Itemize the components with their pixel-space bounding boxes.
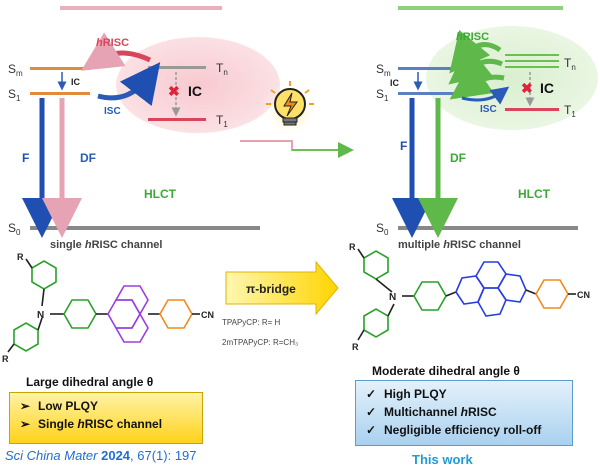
pi-bridge-arrow: π-bridge <box>225 260 339 316</box>
left-f-label: F <box>22 151 29 165</box>
left-ic-large-label: IC <box>188 83 202 99</box>
right-r-top: R <box>349 242 356 252</box>
pi-bridge-label: π-bridge <box>246 282 296 296</box>
right-hrisc-label: hRISC <box>456 31 489 43</box>
left-highlight-blob <box>116 37 280 133</box>
right-tn-label: Tn <box>564 56 576 72</box>
this-work-label: This work <box>412 452 473 467</box>
right-molecule-structure: N R R CN <box>349 242 590 352</box>
right-isc-arrow <box>461 86 510 105</box>
reference-citation: Sci China Mater 2024, 67(1): 197 <box>5 448 197 463</box>
top-bar-left <box>60 6 222 10</box>
left-tn-level <box>148 66 206 69</box>
light-bulb-icon <box>266 81 314 126</box>
left-df-label: DF <box>80 151 96 165</box>
left-isc-label: ISC <box>104 106 121 117</box>
check-icon: ✓ <box>366 387 377 401</box>
right-hlct-label: HLCT <box>518 187 551 201</box>
left-s1-label: S1 <box>8 87 21 103</box>
left-property-box: ➢Low PLQY ➢Single hRISC channel <box>9 392 203 444</box>
left-sm-label: Sm <box>8 62 23 78</box>
right-tn-level-1 <box>505 54 559 56</box>
check-icon: ✓ <box>366 423 377 437</box>
left-r-bottom: R <box>2 354 9 364</box>
check-icon: ✓ <box>366 405 377 419</box>
right-dihedral-label: Moderate dihedral angle θ <box>372 364 520 378</box>
left-s0-level <box>30 226 260 230</box>
right-sm-label: Sm <box>376 62 391 78</box>
left-ic-small-label: IC <box>71 77 81 87</box>
right-s1-level <box>398 92 460 95</box>
left-s0-label: S0 <box>8 221 21 237</box>
right-hrisc-arrow-3 <box>449 60 505 100</box>
left-channel-caption: single hRISC channel <box>50 239 162 251</box>
left-t1-level <box>148 118 206 121</box>
right-property-item: ✓Multichannel hRISC <box>366 405 497 419</box>
right-f-label: F <box>400 139 407 153</box>
left-cn-group: CN <box>201 310 214 320</box>
left-hlct-label: HLCT <box>144 187 177 201</box>
left-property-item: ➢Single hRISC channel <box>20 417 163 431</box>
left-n-atom: N <box>37 310 44 321</box>
left-hrisc-label: hRISC <box>96 37 129 49</box>
right-tn-level-2 <box>505 60 559 62</box>
right-df-label: DF <box>450 151 466 165</box>
right-n-atom: N <box>389 292 396 303</box>
arrow-bullet-icon: ➢ <box>20 399 31 413</box>
right-cn-group: CN <box>577 290 590 300</box>
left-sm-level <box>30 67 90 70</box>
left-isc-arrow <box>97 62 161 107</box>
left-property-item: ➢Low PLQY <box>20 399 98 413</box>
right-sm-level <box>398 67 460 70</box>
arrow-bullet-icon: ➢ <box>20 417 31 431</box>
right-s0-label: S0 <box>376 221 389 237</box>
right-property-box: ✓High PLQY ✓Multichannel hRISC ✓Negligib… <box>355 380 573 446</box>
top-bar-right <box>398 6 563 10</box>
right-r-bottom: R <box>352 342 359 352</box>
right-property-item: ✓Negligible efficiency roll-off <box>366 423 542 437</box>
right-t1-level <box>505 108 559 111</box>
right-isc-label: ISC <box>480 104 497 115</box>
left-hrisc-arrow <box>81 32 152 71</box>
tpapycp-label: TPAPyCP: R= H <box>222 318 281 327</box>
left-tn-label: Tn <box>216 61 228 77</box>
right-s0-level <box>398 226 578 230</box>
transition-line-pink <box>240 140 346 151</box>
left-s1-level <box>30 92 90 95</box>
left-block-mark: ✖ <box>168 83 180 99</box>
right-property-item: ✓High PLQY <box>366 387 447 401</box>
right-channel-caption: multiple hRISC channel <box>398 239 521 251</box>
right-ic-large-label: IC <box>540 80 554 96</box>
right-ic-small-label: IC <box>390 78 400 88</box>
mtpapycp-label: 2mTPAPyCP: R=CH₃ <box>222 338 298 347</box>
left-molecule-structure: N R R CN <box>2 252 214 364</box>
right-s1-label: S1 <box>376 87 389 103</box>
right-block-mark: ✖ <box>521 80 533 96</box>
right-tn-level-3 <box>505 66 559 68</box>
left-dihedral-label: Large dihedral angle θ <box>26 375 154 389</box>
left-r-top: R <box>17 252 24 262</box>
